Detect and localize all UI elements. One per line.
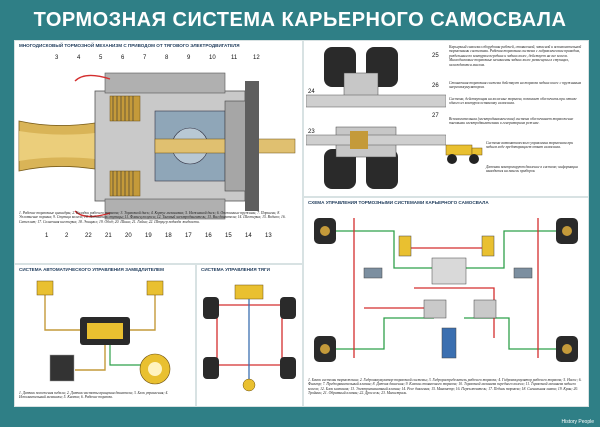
callout-label: 10 bbox=[209, 55, 216, 61]
description-sub2: Датчики контролируют давление в системе;… bbox=[486, 165, 578, 174]
callout-label: 1 bbox=[45, 233, 49, 239]
callout-label: 14 bbox=[245, 233, 252, 239]
callout-label: 7 bbox=[143, 55, 147, 61]
callout-label: 20 bbox=[125, 233, 132, 239]
callout-label: 23 bbox=[308, 129, 315, 135]
wheel-section-drawing: 24 23 25 26 27 bbox=[306, 47, 446, 189]
callout-label: 6 bbox=[121, 55, 125, 61]
scheme-caption: СХЕМА УПРАВЛЕНИЯ ТОРМОЗНЫМИ СИСТЕМАМИ КА… bbox=[308, 200, 489, 205]
wheel-motor-panel: МНОГОДИСКОВЫЙ ТОРМОЗНОЙ МЕХАНИЗМ С ПРИВО… bbox=[14, 40, 303, 264]
callout-label: 15 bbox=[225, 233, 232, 239]
callout-label: 12 bbox=[253, 55, 260, 61]
scheme-drawing bbox=[314, 218, 578, 362]
callout-label: 9 bbox=[187, 55, 191, 61]
callout-label: 11 bbox=[231, 55, 238, 61]
callout-label: 4 bbox=[77, 55, 81, 61]
callout-label: 13 bbox=[265, 233, 272, 239]
brand-logo: History People bbox=[561, 419, 594, 425]
brake-auto-panel: СИСТЕМА АВТОМАТИЧЕСКОГО УПРАВЛЕНИЯ ЗАМЕД… bbox=[14, 264, 196, 407]
brake-auto-legend: 1. Датчик положения педали; 2. Датчик ча… bbox=[19, 391, 169, 400]
dump-truck-icon bbox=[445, 144, 483, 164]
scheme-panel: СХЕМА УПРАВЛЕНИЯ ТОРМОЗНЫМИ СИСТЕМАМИ КА… bbox=[303, 197, 589, 407]
callout-label: 3 bbox=[55, 55, 59, 61]
callout-label: 2 bbox=[65, 233, 69, 239]
callout-label: 26 bbox=[432, 83, 439, 89]
callout-label: 18 bbox=[165, 233, 172, 239]
callout-label: 17 bbox=[185, 233, 192, 239]
wheel-motor-legend: 1. Рабочие тормозные цилиндры; 2. Колодк… bbox=[19, 211, 286, 224]
page-title: ТОРМОЗНАЯ СИСТЕМА КАРЬЕРНОГО САМОСВАЛА bbox=[33, 9, 567, 31]
callout-label: 21 bbox=[105, 233, 112, 239]
callout-label: 24 bbox=[308, 89, 315, 95]
wheel-motor-caption: МНОГОДИСКОВЫЙ ТОРМОЗНОЙ МЕХАНИЗМ С ПРИВО… bbox=[19, 43, 240, 48]
callout-label: 16 bbox=[205, 233, 212, 239]
parking-drawing bbox=[203, 284, 296, 392]
description-p1: Карьерный самосвал оборудован рабочей, с… bbox=[449, 45, 582, 67]
brake-auto-caption: СИСТЕМА АВТОМАТИЧЕСКОГО УПРАВЛЕНИЯ ЗАМЕД… bbox=[19, 267, 164, 272]
parking-panel: СИСТЕМА УПРАВЛЕНИЯ ТЯГИ bbox=[196, 264, 303, 407]
parking-caption: СИСТЕМА УПРАВЛЕНИЯ ТЯГИ bbox=[201, 267, 270, 272]
callout-label: 19 bbox=[145, 233, 152, 239]
description-sub1: Система автоматического управления тормо… bbox=[486, 141, 574, 150]
callout-label: 22 bbox=[85, 233, 92, 239]
brake-auto-drawing bbox=[36, 280, 171, 385]
description-p4: Вспомогательная (электродинамическая) си… bbox=[449, 117, 574, 126]
callout-label: 25 bbox=[432, 53, 439, 59]
description-panel: 24 23 25 26 27 Карьерный самосвал оборудован… bbox=[303, 40, 589, 197]
description-p3: Система, действующая на колесные тормоза… bbox=[449, 97, 577, 106]
scheme-legend: 1. Бачок системы торможения; 2. Гидроакк… bbox=[308, 378, 582, 396]
callout-label: 5 bbox=[99, 55, 103, 61]
callout-label: 27 bbox=[432, 113, 439, 119]
callout-label: 8 bbox=[165, 55, 169, 61]
description-p2: Стояночная тормозная система действует н… bbox=[449, 81, 582, 90]
